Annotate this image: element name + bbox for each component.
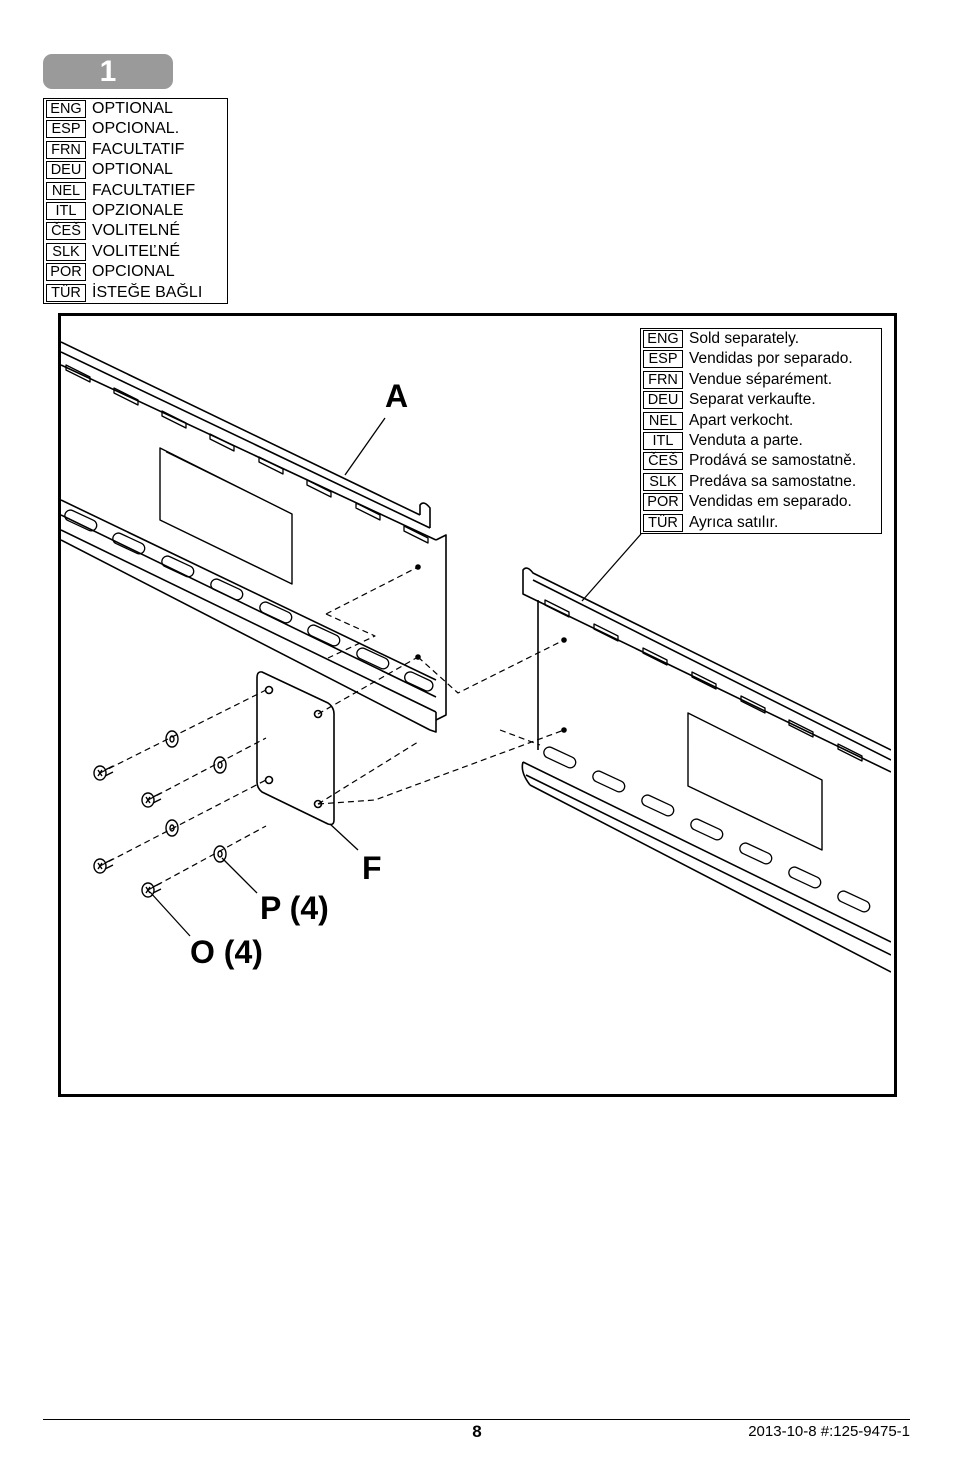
language-text: Separat verkaufte.: [689, 391, 816, 409]
language-row: ENG OPTIONAL: [44, 99, 227, 119]
language-row: DEU Separat verkaufte.: [641, 390, 881, 410]
plate-a-top-slots: [65, 364, 429, 544]
language-code: ESP: [643, 350, 683, 369]
language-text: Prodává se samostatně.: [689, 452, 857, 470]
callout-o: O (4): [190, 934, 263, 970]
language-row: ESP OPCIONAL.: [44, 119, 227, 139]
language-row: ENG Sold separately.: [641, 329, 881, 349]
language-text: OPZIONALE: [92, 201, 184, 219]
language-code: ITL: [643, 431, 683, 450]
language-row: FRN FACULTATIF: [44, 140, 227, 160]
document-code: 2013-10-8 #:125-9475-1: [748, 1423, 910, 1440]
language-row: ČEŠ Prodává se samostatně.: [641, 451, 881, 471]
language-code: DEU: [643, 391, 683, 410]
language-text: Predáva sa samostatne.: [689, 472, 857, 490]
language-text: Sold separately.: [689, 330, 799, 347]
language-code: TÜR: [46, 283, 86, 302]
footer-divider: [43, 1419, 910, 1420]
language-text: Vendidas em separado.: [689, 493, 852, 511]
plate-a-bottom-slots: [64, 509, 434, 692]
callout-f: F: [362, 850, 382, 886]
language-text: İSTEĞE BAĞLI: [92, 283, 203, 301]
language-code: FRN: [46, 140, 86, 159]
language-text: Vendue séparément.: [689, 370, 833, 388]
language-code: NEL: [643, 411, 683, 430]
language-row: TÜR Ayrıca satılır.: [641, 513, 881, 533]
language-text: VOLITELNÉ: [92, 222, 181, 240]
language-code: ČEŠ: [46, 222, 86, 241]
language-code: ENG: [643, 330, 683, 348]
optional-language-table: ENG OPTIONAL ESP OPCIONAL. FRN FACULTATIF D…: [43, 98, 228, 304]
language-row: NEL FACULTATIEF: [44, 181, 227, 201]
language-code: NEL: [46, 181, 86, 200]
language-code: TÜR: [643, 513, 683, 532]
language-text: Venduta a parte.: [689, 431, 803, 449]
step-number-badge: 1: [43, 54, 173, 89]
plate-right-top-slots: [544, 599, 863, 762]
wall-plate-a: [61, 341, 447, 733]
wall-plate-right: [521, 567, 891, 973]
language-row: ITL OPZIONALE: [44, 201, 227, 221]
language-text: OPTIONAL: [92, 100, 173, 117]
plate-a-holes: [415, 564, 421, 660]
language-row: ITL Venduta a parte.: [641, 431, 881, 451]
language-code: ESP: [46, 120, 86, 139]
screws-o: [93, 765, 162, 898]
language-code: SLK: [46, 242, 86, 261]
language-row: DEU OPTIONAL: [44, 160, 227, 180]
language-row: TÜR İSTEĞE BAĞLI: [44, 283, 227, 303]
language-text: Vendidas por separado.: [689, 350, 853, 368]
language-row: POR Vendidas em separado.: [641, 492, 881, 512]
language-code: ITL: [46, 201, 86, 220]
language-code: POR: [643, 493, 683, 512]
language-row: NEL Apart verkocht.: [641, 411, 881, 431]
alignment-lines: [99, 566, 565, 891]
language-row: SLK Predáva sa samostatne.: [641, 472, 881, 492]
language-row: ČEŠ VOLITELNÉ: [44, 221, 227, 241]
language-text: OPTIONAL: [92, 161, 173, 179]
language-code: POR: [46, 263, 86, 282]
callout-p: P (4): [260, 890, 329, 926]
language-text: OPCIONAL: [92, 263, 175, 281]
plate-right-holes: [561, 637, 567, 733]
language-text: Apart verkocht.: [689, 411, 794, 429]
language-row: ESP Vendidas por separado.: [641, 349, 881, 369]
page-number: 8: [472, 1422, 482, 1441]
language-code: FRN: [643, 370, 683, 389]
language-code: SLK: [643, 472, 683, 491]
language-row: SLK VOLITEĽNÉ: [44, 242, 227, 262]
language-text: FACULTATIEF: [92, 181, 196, 199]
language-text: VOLITEĽNÉ: [92, 242, 181, 260]
language-row: POR OPCIONAL: [44, 262, 227, 282]
washers-p: [165, 730, 227, 863]
callout-a: A: [385, 378, 409, 414]
leader-lines: [149, 417, 642, 937]
language-code: ENG: [46, 100, 86, 118]
language-text: Ayrıca satılır.: [689, 513, 779, 531]
language-text: OPCIONAL.: [92, 120, 180, 138]
language-code: DEU: [46, 161, 86, 180]
sold-separately-table: ENG Sold separately. ESP Vendidas por sepa…: [640, 328, 882, 534]
plate-right-bottom-slots: [543, 746, 871, 913]
language-row: FRN Vendue séparément.: [641, 370, 881, 390]
language-code: ČEŠ: [643, 452, 683, 471]
language-text: FACULTATIF: [92, 140, 185, 158]
